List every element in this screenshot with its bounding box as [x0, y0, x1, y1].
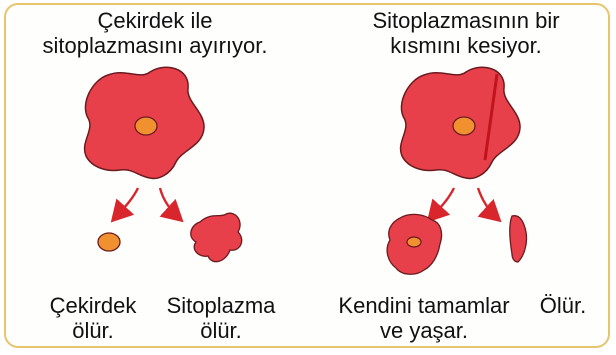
nucleus-result-label: Çekirdek ölür. — [33, 293, 153, 343]
right-cell-nucleus — [453, 117, 475, 135]
right-title-line1: Sitoplazmasının bir — [336, 8, 596, 33]
left-title-line2: sitoplazmasını ayırıyor. — [20, 33, 290, 58]
right-cut-fragment — [510, 216, 527, 262]
left-separated-nucleus — [98, 233, 120, 251]
fragment-result-label: Ölür. — [523, 293, 603, 318]
right-arrow-to-nucleated-part — [430, 188, 454, 219]
right-title-line2: kısmını kesiyor. — [336, 33, 596, 58]
nucleated-result-line1: Kendini tamamlar — [314, 293, 534, 318]
left-separated-cytoplasm — [191, 213, 242, 261]
left-arrow-to-nucleus — [114, 188, 138, 219]
left-cell-nucleus — [135, 117, 157, 135]
fragment-result-text: Ölür. — [523, 293, 603, 318]
cytoplasm-result-line2: ölür. — [161, 318, 281, 343]
nucleus-result-line1: Çekirdek — [33, 293, 153, 318]
cytoplasm-result-line1: Sitoplazma — [161, 293, 281, 318]
left-title-line1: Çekirdek ile — [20, 8, 290, 33]
left-arrow-to-cytoplasm — [160, 188, 180, 219]
nucleated-part-result-label: Kendini tamamlar ve yaşar. — [314, 293, 534, 343]
nucleated-result-line2: ve yaşar. — [314, 318, 534, 343]
cytoplasm-result-label: Sitoplazma ölür. — [161, 293, 281, 343]
nucleus-result-line2: ölür. — [33, 318, 153, 343]
right-title: Sitoplazmasının bir kısmını kesiyor. — [336, 8, 596, 58]
right-arrow-to-fragment — [478, 188, 498, 219]
left-title: Çekirdek ile sitoplazmasını ayırıyor. — [20, 8, 290, 58]
right-nucleated-part-nucleus — [407, 237, 421, 247]
